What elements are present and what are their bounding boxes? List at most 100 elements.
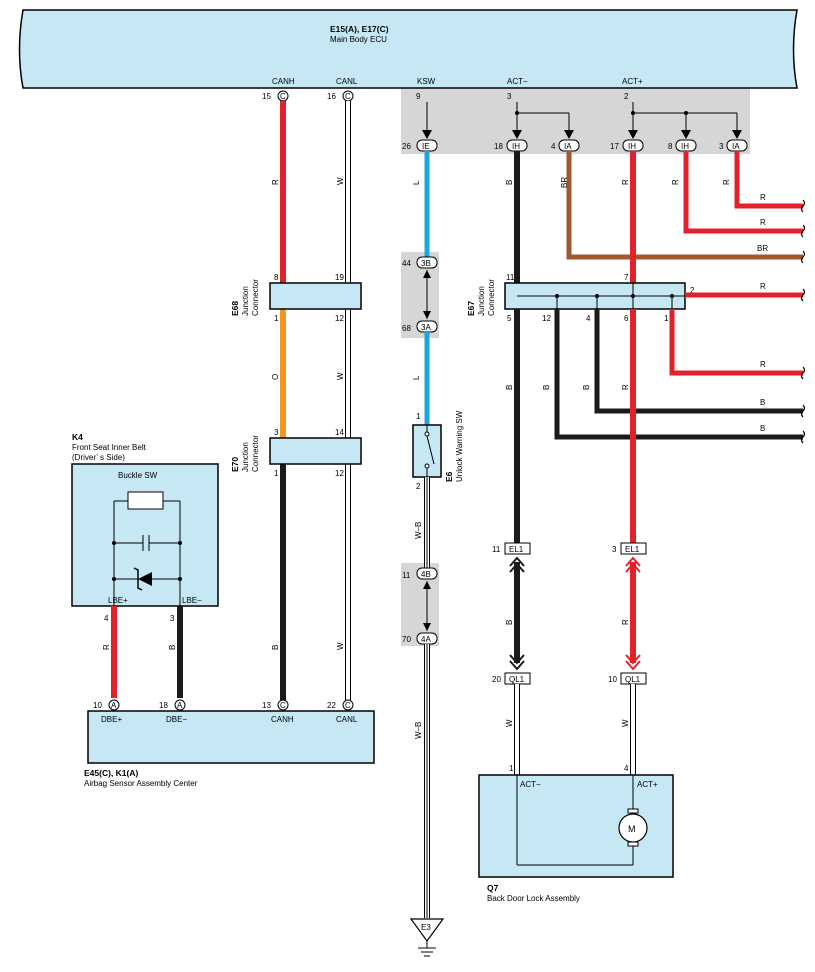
belt-dot-2 [178,541,182,545]
airbag-pin-c-2 [342,699,354,711]
buckle-switch-symbol [127,491,164,510]
wire-label-b-vert-557: B [542,385,551,390]
connector-el1-right-label: EL1 [625,545,640,554]
pin-3-el1: 3 [612,545,617,554]
wire-label-r-top2: R [760,218,766,227]
wire-label-l-2: L [412,375,421,380]
ecu-pin-16: 16 [327,92,336,101]
connector-el1-left-label: EL1 [509,545,524,554]
connector-ia-2-label: IA [732,142,740,151]
zener-diode-icon [138,572,152,586]
wire-r-out-1 [734,151,803,209]
e70-pin-1: 1 [274,469,279,478]
wire-label-b-e67-12: B [760,424,765,433]
airbag-pin-c-1-label: C [280,701,286,710]
wire-label-r-vert-737: R [722,179,731,185]
junction-dot-act-plus-1 [631,111,635,115]
connector-3b-label: 3B [421,259,431,268]
connector-ia-1-label: IA [564,142,572,151]
connector-3b [416,256,438,269]
e68-pin-12: 12 [335,314,344,323]
wire-r-out-e67-1 [669,309,803,376]
e67-pin-4: 4 [586,314,591,323]
ecu-terminal-canl: CANL [336,77,358,86]
connector-ih-3-label: IH [681,142,689,151]
pin-68: 68 [402,324,411,333]
airbag-id: E45(C), K1(A) [84,768,138,778]
connector-4b-label: 4B [421,570,431,579]
mate-arrows-right [625,556,641,671]
belt-pin-4: 4 [104,614,109,623]
connector-ql1-left-label: QL1 [509,675,525,684]
lock-act-plus: ACT+ [637,780,658,789]
e70-pin-3: 3 [274,428,279,437]
e67-dot-3 [631,294,635,298]
wire-label-br-vert: BR [560,177,569,188]
wire-label-r-e67-1: R [760,360,766,369]
belt-name-2: (Driver’ s Side) [72,453,125,462]
wire-label-b-low: B [505,620,514,625]
ecu-pin-c-canh-label: C [280,92,286,101]
e68-pin-1: 1 [274,314,279,323]
airbag-pin-18: 18 [159,701,168,710]
wire-label-r-top-act: R [621,179,630,185]
wire-r-out-2 [683,151,803,234]
belt-dot-3 [112,577,116,581]
switch-name: Unlock Warning SW [455,410,464,482]
motor-label: M [628,824,636,834]
junction-e67-label-2: Connector [487,279,496,316]
junction-dot-act-plus-2 [684,111,688,115]
pin-44: 44 [402,259,411,268]
switch-pin-2: 2 [416,482,421,491]
motor-bottom-terminal [627,841,639,847]
connector-ih-1-label: IH [512,142,520,151]
lock-internal-wiring [516,775,634,866]
junction-e70-id: E70 [230,457,240,472]
junction-e68 [269,282,362,310]
wire-label-b-mid: B [505,385,514,390]
e67-dot-2 [595,294,599,298]
connector-ie-label: IE [422,142,430,151]
wire-b-out-e67-4 [594,309,803,414]
lbe-plus: LBE+ [108,596,128,605]
pin-3-ia: 3 [719,142,724,151]
e67-pin-11: 11 [506,273,515,282]
wire-label-b-e67-4: B [760,398,765,407]
airbag-pin-10: 10 [93,701,102,710]
airbag-sensor-box [87,710,375,764]
wire-label-w-lock-l: W [505,719,514,727]
wire-label-r-vert-686: R [671,179,680,185]
wire-label-b-top: B [505,180,514,185]
wire-label-wb-1: W–B [414,522,423,539]
pin-70: 70 [402,635,411,644]
wire-cut-marks [800,199,806,444]
pin-17: 17 [610,142,619,151]
lock-pin-1: 1 [509,764,514,773]
airbag-pin-a-1-label: A [111,701,117,710]
airbag-terminal-dbe-plus: DBE+ [101,715,122,724]
belt-box [71,463,219,607]
ecu-pin-9: 9 [416,92,421,101]
lock-name: Back Door Lock Assembly [487,894,580,903]
wire-label-wb-2: W–B [414,722,423,739]
airbag-name: Airbag Sensor Assembly Center [84,779,198,788]
e67-pin-2: 2 [690,286,695,295]
wire-label-r-top1: R [760,193,766,202]
airbag-pin-22: 22 [327,701,336,710]
connector-el1-right [620,542,647,555]
connector-mate-3b-3a [423,270,431,319]
airbag-terminal-canl: CANL [336,715,358,724]
pin-18: 18 [494,142,503,151]
junction-e67-id: E67 [466,301,476,316]
main-body-ecu-box [18,9,798,89]
arrow-ih-1 [512,130,522,139]
wire-label-w-lock-r: W [621,719,630,727]
switch-id: E6 [444,471,454,482]
arrow-ih-3 [681,130,691,139]
zener-diode-bar [133,567,143,591]
connector-ql1-right-label: QL1 [625,675,641,684]
airbag-pin-c-1 [277,699,289,711]
wire-label-b-belt: B [168,645,177,650]
e67-pin-12: 12 [542,314,551,323]
